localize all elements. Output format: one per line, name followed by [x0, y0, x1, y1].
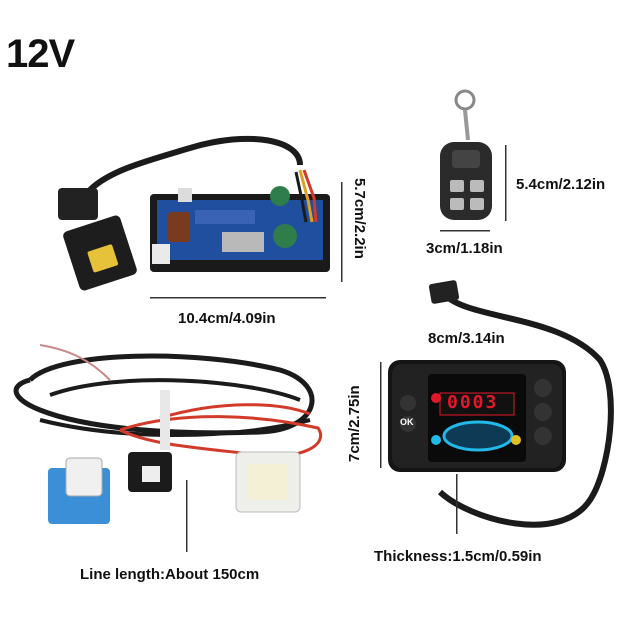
voltage-title: 12V	[6, 32, 75, 76]
remote-height-label: 5.4cm/2.12in	[516, 176, 606, 193]
line-length-label: Line length:About 150cm	[80, 566, 260, 583]
thickness-label: Thickness:1.5cm/0.59in	[374, 548, 542, 565]
remote-width-label: 3cm/1.18in	[426, 240, 503, 257]
ok-button-label: OK	[400, 417, 414, 427]
display-digits: 0003	[447, 392, 499, 413]
board-width-label: 10.4cm/4.09in	[178, 310, 276, 327]
controller-width-label: 8cm/3.14in	[428, 330, 505, 347]
